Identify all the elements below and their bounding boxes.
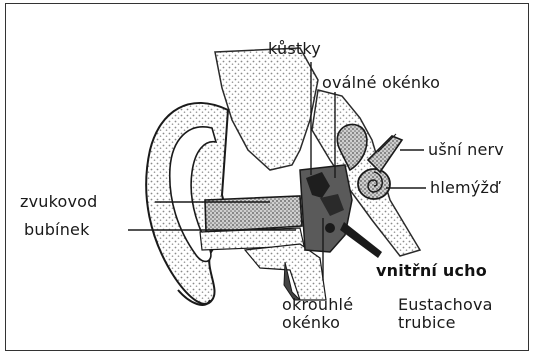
label-eustachian-tube: Eustachova trubice xyxy=(398,296,518,332)
eustachian-tube-shape xyxy=(340,222,382,258)
label-round-window-line2: okénko xyxy=(282,314,402,332)
label-eardrum: bubínek xyxy=(24,221,90,239)
label-ear-canal: zvukovod xyxy=(20,193,98,211)
label-eustachian-tube-line2: trubice xyxy=(398,314,518,332)
temporal-bone xyxy=(215,48,318,170)
label-round-window: okrouhlé okénko xyxy=(282,296,402,332)
label-auditory-nerve: ušní nerv xyxy=(428,141,504,159)
label-eustachian-tube-line1: Eustachova xyxy=(398,296,518,314)
label-cochlea: hlemýžď xyxy=(430,179,499,197)
label-oval-window: oválné okénko xyxy=(322,74,440,92)
cochlea-shape xyxy=(358,169,390,199)
label-inner-ear: vnitřní ucho xyxy=(376,262,487,280)
label-round-window-line1: okrouhlé xyxy=(282,296,402,314)
label-ossicles: kůstky xyxy=(268,40,321,58)
